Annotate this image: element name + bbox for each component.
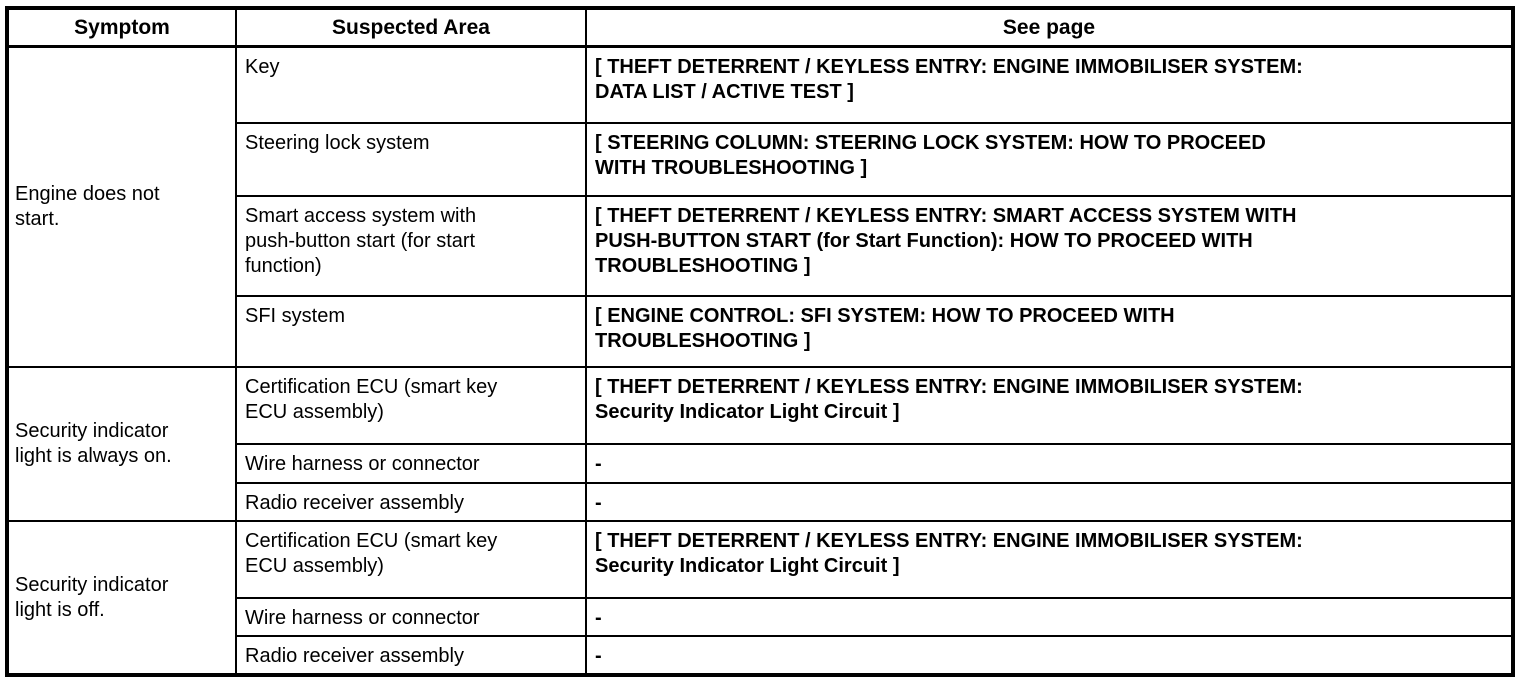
see-page-reference-cell: [ STEERING COLUMN: STEERING LOCK SYSTEM:… — [585, 122, 1514, 197]
suspected-area-cell: Certification ECU (smart key ECU assembl… — [235, 366, 587, 445]
suspected-area-cell: Radio receiver assembly — [235, 482, 587, 522]
symptom-cell: Engine does not start. — [6, 45, 237, 368]
symptom-cell: Security indicator light is off. — [6, 520, 237, 676]
table-row: Security indicator light is always on.Ce… — [6, 366, 1514, 522]
table-row: Radio receiver assembly- — [7, 635, 1514, 676]
column-header-suspected-area: Suspected Area — [235, 7, 587, 48]
table-row: Security indicator light is off.Certific… — [6, 520, 1514, 676]
see-page-cell-empty: - — [585, 482, 1514, 522]
suspected-area-cell: Steering lock system — [235, 122, 587, 197]
table-row: Steering lock system[ STEERING COLUMN: S… — [7, 122, 1514, 197]
see-page-cell-empty: - — [585, 597, 1514, 637]
suspected-area-cell: Certification ECU (smart key ECU assembl… — [235, 520, 587, 599]
suspected-area-cell: Wire harness or connector — [235, 597, 587, 637]
suspected-area-cell: SFI system — [235, 295, 587, 368]
column-header-see-page: See page — [585, 7, 1514, 48]
see-page-reference-cell: [ THEFT DETERRENT / KEYLESS ENTRY: ENGIN… — [585, 366, 1514, 445]
table-row: Radio receiver assembly- — [7, 482, 1514, 522]
see-page-cell-empty: - — [585, 443, 1514, 484]
suspected-area-cell: Radio receiver assembly — [235, 635, 587, 676]
see-page-reference-cell: [ THEFT DETERRENT / KEYLESS ENTRY: ENGIN… — [585, 45, 1514, 124]
see-page-reference-cell: [ THEFT DETERRENT / KEYLESS ENTRY: ENGIN… — [585, 520, 1514, 599]
symptom-diagnosis-table: Symptom Suspected Area See page Engine d… — [5, 6, 1515, 677]
table-body: Engine does not start.Key[ THEFT DETERRE… — [6, 45, 1514, 676]
column-header-symptom: Symptom — [6, 7, 237, 48]
table-row: Wire harness or connector- — [7, 597, 1514, 637]
suspected-area-cell: Wire harness or connector — [235, 443, 587, 484]
symptom-cell: Security indicator light is always on. — [6, 366, 237, 522]
table-row: Engine does not start.Key[ THEFT DETERRE… — [6, 45, 1514, 368]
see-page-reference-cell: [ ENGINE CONTROL: SFI SYSTEM: HOW TO PRO… — [585, 295, 1514, 368]
table-row: Smart access system with push-button sta… — [7, 195, 1514, 297]
table-row: SFI system[ ENGINE CONTROL: SFI SYSTEM: … — [7, 295, 1514, 368]
suspected-area-cell: Smart access system with push-button sta… — [235, 195, 587, 297]
see-page-cell-empty: - — [585, 635, 1514, 676]
see-page-reference-cell: [ THEFT DETERRENT / KEYLESS ENTRY: SMART… — [585, 195, 1514, 297]
suspected-area-cell: Key — [235, 45, 587, 124]
table-header-row: Symptom Suspected Area See page — [6, 7, 1514, 48]
table-row: Wire harness or connector- — [7, 443, 1514, 484]
